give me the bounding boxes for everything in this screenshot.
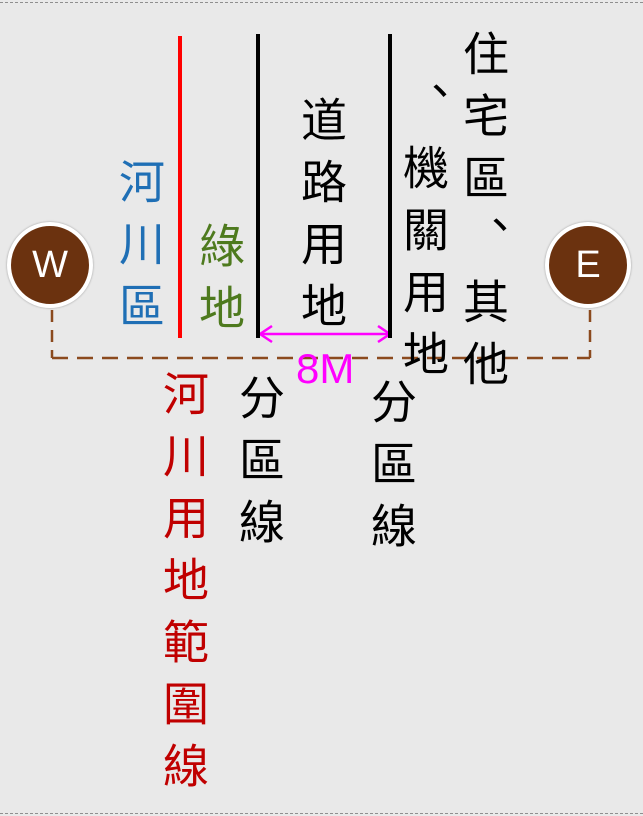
zoning-line-left xyxy=(256,34,260,338)
road-width-label: 8M xyxy=(296,345,355,392)
green-space-label: 綠地 xyxy=(192,222,246,346)
zoning-line-right xyxy=(388,34,392,338)
zoning-line-left-label: 分區線 xyxy=(232,374,286,560)
agency-land-label: 、機關用地 xyxy=(396,82,450,392)
road-land-label: 道路用地 xyxy=(294,96,348,344)
river-land-boundary-label: 河川用地範圍線 xyxy=(156,370,210,804)
river-land-boundary-line xyxy=(178,36,182,338)
river-zone-label: 河川區 xyxy=(112,158,166,344)
top-border xyxy=(0,2,643,3)
zoning-line-right-label: 分區線 xyxy=(364,378,418,564)
west-compass-marker: W xyxy=(7,222,93,308)
east-compass-marker: E xyxy=(545,222,631,308)
bottom-border xyxy=(0,813,643,814)
residential-zone-label: 住宅區、其他 xyxy=(456,30,510,402)
